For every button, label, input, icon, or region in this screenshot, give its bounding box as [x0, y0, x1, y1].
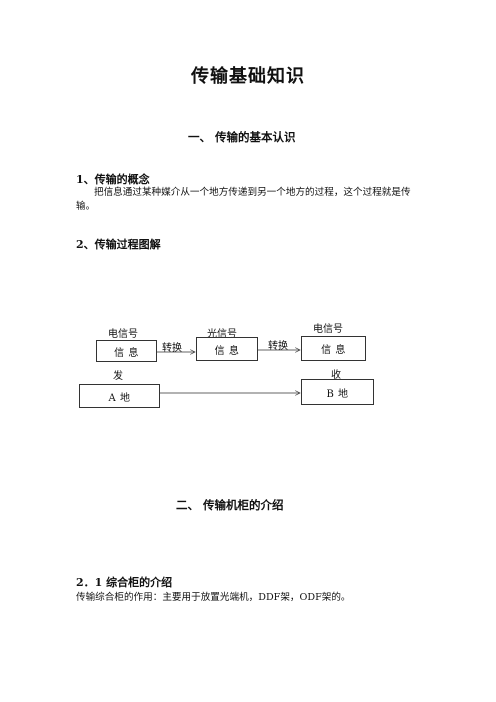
info-box-2: 信 息	[196, 337, 258, 361]
concept-paragraph-line-1: 把信息通过某种媒介从一个地方传递到另一个地方的过程，这个过程就是传	[94, 187, 411, 198]
label-send: 发	[113, 371, 123, 382]
subsection-1-heading: 1、传输的概念	[76, 173, 150, 186]
label-convert-2: 转换	[268, 341, 288, 352]
document-title: 传输基础知识	[191, 66, 305, 87]
info-box-1: 信 息	[96, 340, 157, 362]
place-b-text: B 地	[326, 388, 349, 400]
info-box-3: 信 息	[301, 336, 366, 361]
subsection-2-heading: 2、传输过程图解	[76, 238, 161, 251]
info-box-3-text: 信 息	[321, 345, 346, 356]
label-electric-signal-1: 电信号	[108, 329, 138, 340]
label-electric-signal-2: 电信号	[313, 324, 343, 335]
info-box-2-text: 信 息	[214, 345, 240, 357]
label-receive: 收	[331, 370, 341, 381]
concept-paragraph-line-2: 输。	[76, 201, 96, 212]
section-1-heading: 一、 传输的基本认识	[188, 130, 296, 144]
place-a-text: A 地	[108, 392, 131, 404]
subsection-2-1-heading: 2．1 综合柜的介绍	[76, 576, 173, 589]
place-a-box: A 地	[79, 384, 160, 408]
section-2-heading: 二、 传输机柜的介绍	[176, 498, 284, 512]
label-convert-1: 转换	[162, 343, 182, 354]
label-optical-signal: 光信号	[207, 329, 237, 340]
info-box-1-text: 信 息	[114, 347, 139, 359]
place-b-box: B 地	[301, 379, 374, 405]
cabinet-paragraph: 传输综合柜的作用：主要用于放置光端机，DDF架，ODF架的。	[76, 592, 351, 603]
